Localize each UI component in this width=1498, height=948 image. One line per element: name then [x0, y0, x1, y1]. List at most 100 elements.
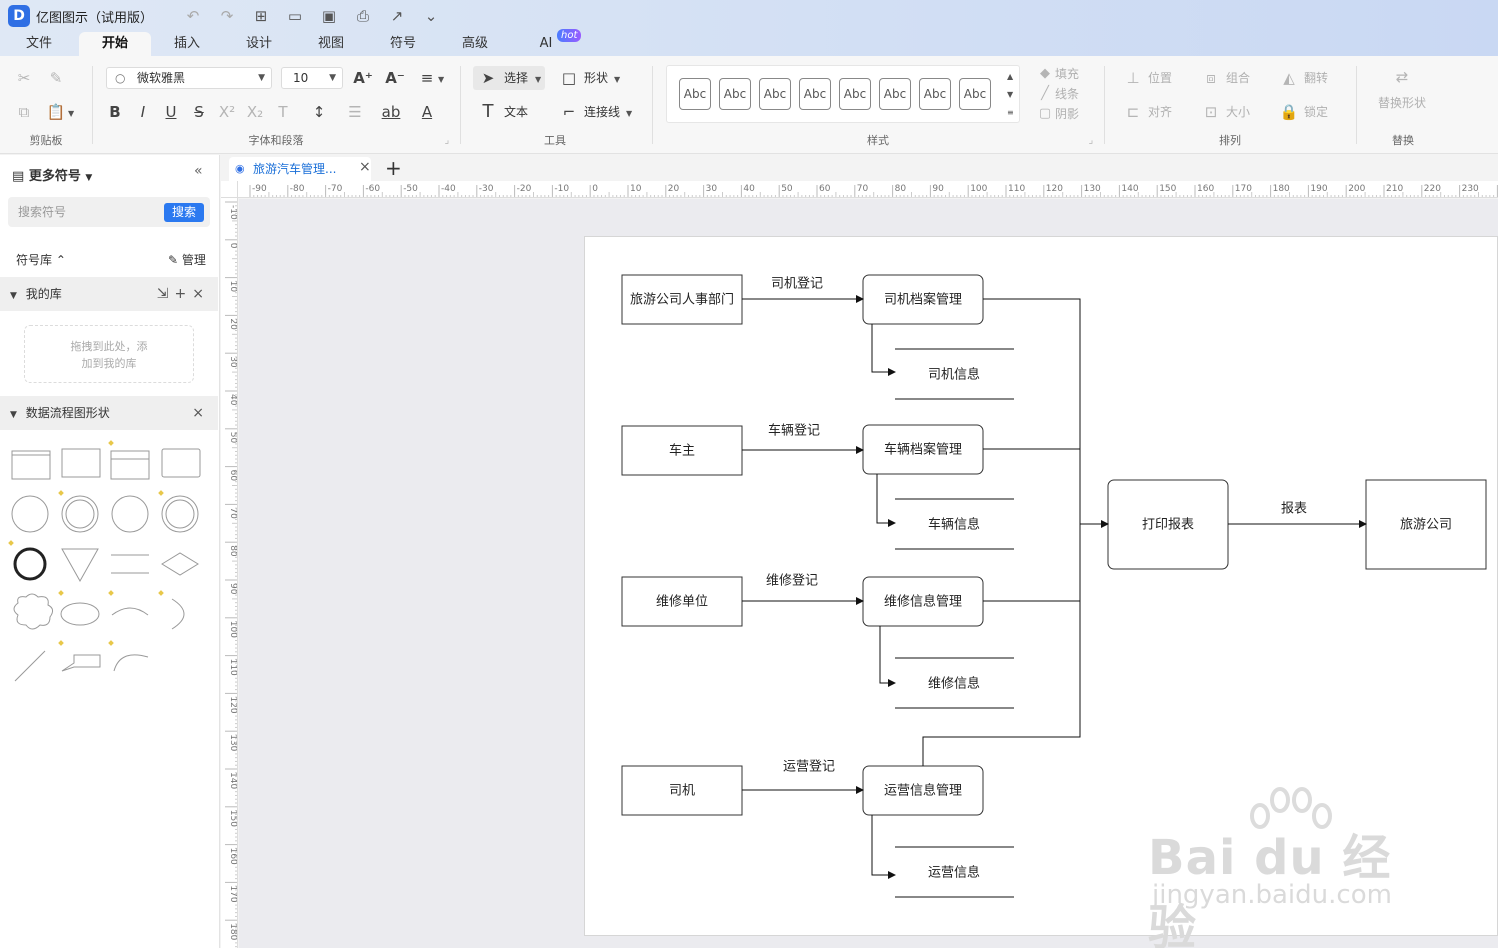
flow-driver-to-report[interactable] — [983, 298, 1081, 524]
text-tool-icon[interactable]: T — [482, 101, 494, 122]
line-button[interactable]: 线条 — [1055, 87, 1080, 101]
search-button[interactable]: 搜索 — [164, 203, 204, 222]
close-icon[interactable]: × — [192, 286, 210, 302]
align-icon[interactable]: ⊏ — [1126, 103, 1140, 121]
undo-icon[interactable]: ↶ — [186, 7, 200, 25]
shape-line[interactable] — [14, 650, 46, 682]
expand-font-dialog-icon[interactable]: ⌟ — [444, 135, 450, 146]
expand-gallery-icon[interactable]: ≡ — [1007, 108, 1014, 117]
scroll-down-icon[interactable]: ▼ — [1007, 90, 1014, 99]
connector-icon[interactable]: ⌐ — [562, 103, 576, 121]
shape-double-circle[interactable] — [61, 495, 99, 533]
text-case-icon[interactable]: T — [278, 103, 288, 121]
print-icon[interactable]: ⎙ — [357, 7, 370, 25]
paste-icon[interactable]: 📋 — [46, 103, 66, 121]
replace-shape-icon[interactable]: ⇄ — [1395, 68, 1409, 86]
my-library-section[interactable]: ▼ 我的库 ⇲+× — [0, 277, 218, 311]
shape-cloud[interactable] — [13, 593, 54, 630]
shape-callout[interactable] — [61, 654, 101, 672]
text-highlight-icon[interactable]: ab — [381, 103, 401, 121]
more-symbols-header[interactable]: ▤ 更多符号 ▼ — [12, 165, 92, 184]
cut-icon[interactable]: ✂ — [17, 69, 31, 87]
size-icon[interactable]: ⊡ — [1204, 103, 1218, 121]
entity-driver[interactable] — [621, 765, 743, 816]
shape-arc[interactable] — [111, 607, 149, 616]
flow-to-repair-store[interactable] — [879, 626, 896, 687]
subscript-icon[interactable]: X₂ — [246, 103, 264, 121]
tab-file[interactable]: 文件 — [25, 36, 52, 51]
decrease-font-icon[interactable]: A⁻ — [385, 69, 405, 87]
shape-datastore-box[interactable] — [110, 450, 150, 480]
style-item[interactable]: Abc — [839, 78, 871, 110]
fill-button[interactable]: 填充 — [1055, 67, 1080, 81]
font-color-icon[interactable]: A — [421, 103, 433, 121]
flow-operation-to-report[interactable] — [922, 524, 1081, 766]
collapse-panel-icon[interactable]: « — [194, 163, 203, 179]
replace-shape-button[interactable]: 替换形状 — [1378, 96, 1427, 110]
tab-design[interactable]: 设计 — [245, 36, 272, 51]
strikethrough-icon[interactable]: S — [194, 103, 204, 121]
text-tool-button[interactable]: 文本 — [504, 105, 529, 119]
style-item[interactable]: Abc — [879, 78, 911, 110]
shape-entity[interactable] — [61, 448, 101, 478]
shadow-button[interactable]: 阴影 — [1055, 107, 1080, 121]
tab-insert[interactable]: 插入 — [173, 36, 200, 51]
export-icon[interactable]: ↗ — [390, 7, 404, 25]
shape-process-framed[interactable] — [11, 450, 51, 480]
shape-arc-2[interactable] — [113, 654, 149, 672]
shape-triangle[interactable] — [61, 548, 99, 583]
close-icon[interactable]: × — [192, 405, 210, 421]
italic-icon[interactable]: I — [140, 103, 146, 121]
lock-icon[interactable]: 🔒 — [1279, 103, 1299, 121]
style-item[interactable]: Abc — [919, 78, 951, 110]
style-item[interactable]: Abc — [759, 78, 791, 110]
line-spacing-icon[interactable]: ↕ — [312, 103, 326, 121]
shadow-icon[interactable]: ▢ — [1038, 106, 1052, 121]
vertical-ruler[interactable]: -100102030405060708090100110120130140150… — [221, 198, 238, 948]
my-library-drop-zone[interactable]: 拖拽到此处，添 加到我的库 — [24, 325, 194, 383]
shape-thick-circle[interactable] — [13, 547, 47, 581]
symbol-search-input[interactable]: 搜索符号 — [8, 197, 210, 227]
open-folder-icon[interactable]: ▭ — [287, 7, 303, 25]
fill-icon[interactable]: ◆ — [1040, 66, 1050, 81]
position-button[interactable]: 位置 — [1148, 71, 1173, 85]
align-button[interactable]: 对齐 — [1148, 105, 1173, 119]
style-item[interactable]: Abc — [719, 78, 751, 110]
style-item[interactable]: Abc — [799, 78, 831, 110]
align-dropdown-icon[interactable]: ▼ — [438, 75, 445, 84]
paste-dropdown-icon[interactable]: ▼ — [68, 109, 75, 118]
shape-double-circle-2[interactable] — [161, 495, 199, 533]
new-tab-icon[interactable]: + — [385, 156, 402, 180]
add-icon[interactable]: + — [174, 286, 193, 302]
group-icon[interactable]: ⧈ — [1206, 69, 1216, 87]
bold-icon[interactable]: B — [109, 103, 121, 121]
flow-to-operation-store[interactable] — [871, 815, 896, 879]
style-item[interactable]: Abc — [959, 78, 991, 110]
close-tab-icon[interactable]: × — [359, 159, 371, 175]
list-icon[interactable]: ☰ — [348, 103, 362, 121]
size-button[interactable]: 大小 — [1226, 105, 1251, 119]
position-icon[interactable]: ⊥ — [1126, 69, 1140, 87]
tab-home[interactable]: 开始 — [79, 32, 151, 56]
shape-curve[interactable] — [171, 598, 185, 630]
tab-view[interactable]: 视图 — [317, 36, 344, 51]
shape-ellipse[interactable] — [60, 602, 100, 626]
symbol-library-toggle[interactable]: 符号库 ⌃ — [16, 251, 66, 268]
font-family-select[interactable]: ○ 微软雅黑 ▼ — [106, 67, 272, 89]
expand-style-dialog-icon[interactable]: ⌟ — [1088, 135, 1094, 146]
dataflow-shapes-section[interactable]: ▼ 数据流程图形状 × — [0, 396, 218, 430]
style-item[interactable]: Abc — [679, 78, 711, 110]
connector-button[interactable]: 连接线 — [584, 105, 621, 119]
flip-button[interactable]: 翻转 — [1304, 71, 1329, 85]
tab-advanced[interactable]: 高级 — [461, 36, 488, 51]
customize-dropdown-icon[interactable]: ⌄ — [424, 7, 438, 25]
manage-button[interactable]: ✎ 管理 — [168, 251, 206, 268]
shape-icon[interactable]: □ — [561, 69, 577, 87]
import-icon[interactable]: ⇲ — [156, 286, 175, 302]
lock-button[interactable]: 锁定 — [1304, 105, 1329, 119]
save-icon[interactable]: ▣ — [321, 7, 337, 25]
flip-icon[interactable]: ◭ — [1283, 69, 1295, 87]
underline-icon[interactable]: U — [165, 103, 177, 121]
format-painter-icon[interactable]: ✎ — [49, 69, 63, 87]
tab-ai[interactable]: AI hot — [510, 29, 582, 56]
